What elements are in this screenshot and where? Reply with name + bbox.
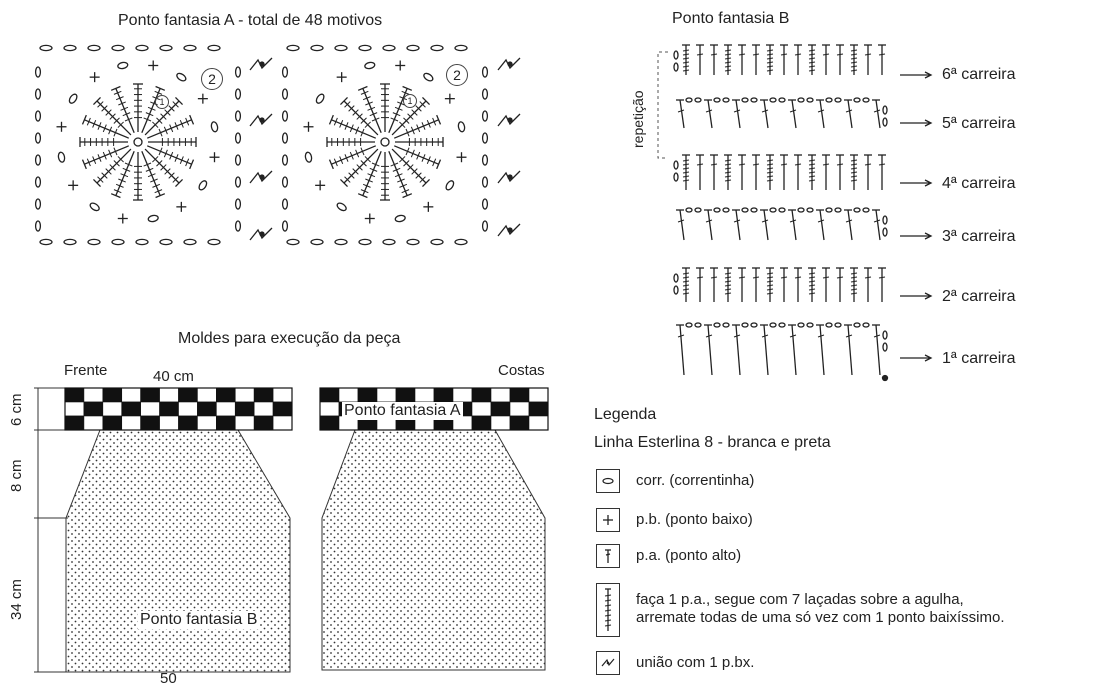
row-arrow [900, 179, 933, 187]
join-icon [596, 651, 620, 675]
row-arrow [900, 119, 933, 127]
join-mark [249, 113, 273, 127]
legend-dc-text: p.a. (ponto alto) [636, 547, 742, 564]
row-label-3: 3ª carreira [942, 228, 1016, 245]
back-body-shape [321, 429, 546, 671]
front-label: Frente [64, 362, 108, 379]
round-2-label-1: 2 [201, 68, 223, 90]
repeat-label: repetição [630, 90, 646, 148]
pattern-b-row [676, 97, 888, 129]
legend-sc-text: p.b. (ponto baixo) [636, 511, 753, 528]
back-label: Costas [498, 362, 545, 379]
legend-long-text-1: faça 1 p.a., segue com 7 laçadas sobre a… [636, 591, 964, 608]
pattern-b-row [673, 44, 886, 75]
row-label-5: 5ª carreira [942, 115, 1016, 132]
legend-chain-text: corr. (correntinha) [636, 472, 755, 489]
join-mark [249, 57, 273, 71]
legend-yarn: Linha Esterlina 8 - branca e preta [594, 434, 831, 451]
pattern-a-diagram [34, 44, 521, 246]
join-mark [497, 223, 521, 237]
pattern-b-row [673, 154, 886, 190]
chain-stitch-icon [596, 469, 620, 493]
dim-34cm: 34 cm [8, 579, 25, 620]
molds-title: Moldes para execução da peça [178, 330, 401, 347]
round-1-label-2: 1 [403, 94, 417, 108]
double-crochet-icon [596, 544, 620, 568]
motif-a [34, 44, 242, 246]
join-mark [497, 113, 521, 127]
dim-6cm: 6 cm [8, 393, 25, 426]
pattern-b-row [676, 322, 888, 376]
pattern-b-row [673, 267, 886, 302]
pattern-a-title: Ponto fantasia A - total de 48 motivos [118, 12, 383, 29]
pattern-b-title: Ponto fantasia B [672, 10, 790, 27]
checker-band [64, 387, 293, 431]
pattern-b-row [676, 207, 888, 241]
legend-title: Legenda [594, 406, 657, 423]
join-mark [249, 227, 273, 241]
long-stitch-icon [596, 583, 620, 637]
band-label: Ponto fantasia A [342, 402, 463, 420]
join-mark [497, 57, 521, 71]
top-width-label: 40 cm [153, 368, 194, 385]
legend-join-text: união com 1 p.bx. [636, 654, 755, 671]
front-body-shape [65, 429, 291, 673]
motif-a [281, 44, 489, 246]
row-label-2: 2ª carreira [942, 288, 1016, 305]
join-mark [249, 170, 273, 184]
row-arrow [900, 292, 933, 300]
row-arrow [900, 232, 933, 240]
single-crochet-icon [596, 508, 620, 532]
checker-band [319, 387, 549, 431]
round-2-label-2: 2 [446, 64, 468, 86]
dim-8cm: 8 cm [8, 459, 25, 492]
row-arrow [900, 71, 933, 79]
round-1-label-1: 1 [155, 95, 169, 109]
row-arrow [900, 354, 933, 362]
legend-long-text-2: arremate todas de uma só vez com 1 ponto… [636, 609, 1005, 626]
join-mark [497, 170, 521, 184]
row-label-1: 1ª carreira [942, 350, 1016, 367]
row-label-6: 6ª carreira [942, 66, 1016, 83]
body-label: Ponto fantasia B [138, 611, 260, 629]
row-label-4: 4ª carreira [942, 175, 1016, 192]
molds-diagram [34, 387, 549, 673]
